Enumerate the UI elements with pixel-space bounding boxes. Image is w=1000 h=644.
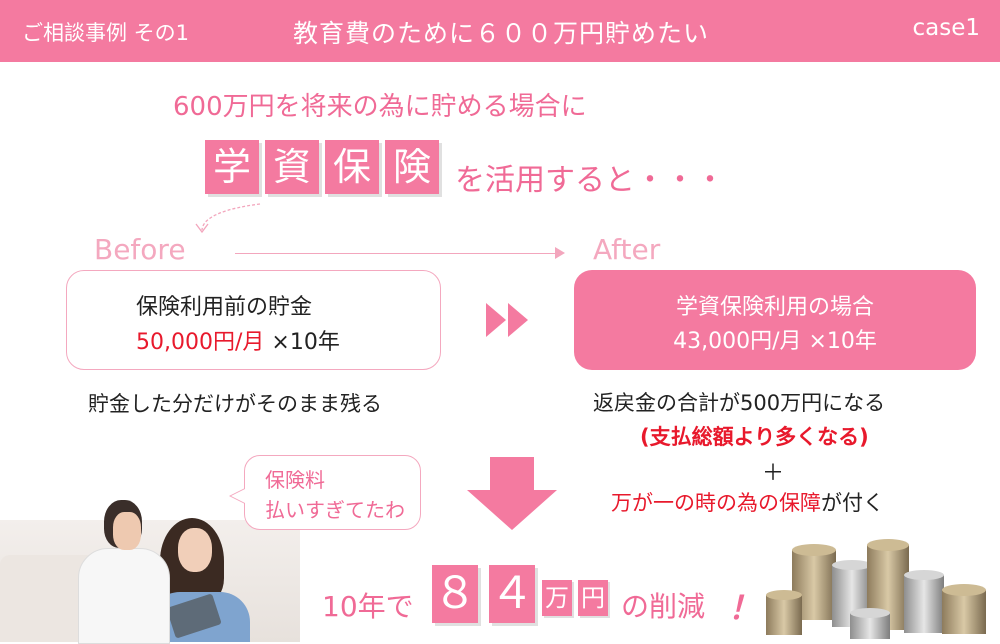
after-amount: 43,000円/月 ×10年	[673, 329, 877, 354]
bubble-line-1: 保険料	[265, 468, 325, 492]
down-arrow-head-icon	[467, 490, 557, 530]
result-digit: ８	[432, 565, 478, 623]
header-title: 教育費のために６００万円貯めたい	[293, 19, 710, 48]
coin-stacks-icon	[766, 539, 986, 639]
after-note-2: (支払総額より多くなる)	[640, 425, 869, 449]
bubble-line-2: 払いすぎてたわ	[265, 498, 405, 522]
before-note: 貯金した分だけがそのまま残る	[88, 392, 382, 416]
plus-sign: ＋	[762, 461, 785, 486]
after-note-3: 万が一の時の為の保障が付く	[611, 487, 884, 517]
before-label: Before	[94, 233, 186, 266]
down-arrow-icon	[490, 457, 534, 491]
curved-arrow-icon	[195, 203, 261, 234]
result-unit: 万	[542, 580, 572, 616]
bubble-tail-inner	[231, 489, 245, 503]
play-arrow-icon	[508, 303, 528, 337]
intro-line1: 600万円を将来の為に貯める場合に	[173, 92, 587, 122]
header-case-number: ご相談事例 その1	[22, 21, 190, 45]
before-term: ×10年	[264, 330, 340, 355]
after-note-3-highlight: 万が一の時の為の保障	[611, 491, 821, 515]
after-title: 学資保険利用の場合	[675, 295, 874, 320]
result-suffix: の削減	[621, 590, 706, 623]
connector-arrowhead-icon	[555, 247, 565, 259]
result-exclamation: ！	[728, 589, 761, 627]
before-title: 保険利用前の貯金	[136, 295, 313, 320]
result-digit: ４	[489, 565, 535, 623]
result-unit: 円	[578, 580, 608, 616]
before-amount-line: 50,000円/月 ×10年	[136, 324, 340, 356]
man-face	[113, 512, 141, 550]
result-prefix: 10年で	[322, 590, 414, 623]
play-arrow-icon	[486, 303, 506, 337]
after-note-1: 返戻金の合計が500万円になる	[593, 391, 886, 415]
keyword-char: 保	[325, 140, 379, 194]
after-box: 学資保険利用の場合 43,000円/月 ×10年	[574, 270, 976, 370]
after-label: After	[593, 233, 661, 266]
keyword-char: 資	[265, 140, 319, 194]
intro-line2: を活用すると・・・	[455, 163, 725, 198]
speech-bubble: 保険料 払いすぎてたわ	[244, 455, 421, 530]
connector-line	[235, 253, 557, 254]
before-box	[66, 270, 441, 370]
after-note-3-rest: が付く	[821, 491, 884, 515]
header-case-label: case1	[912, 15, 980, 41]
keyword-char: 学	[205, 140, 259, 194]
keyword-char: 険	[385, 140, 439, 194]
man-body	[78, 548, 170, 644]
header-bar: ご相談事例 その1 教育費のために６００万円貯めたい case1	[0, 0, 1000, 62]
before-amount: 50,000円/月	[136, 330, 265, 355]
woman-face	[178, 528, 212, 572]
